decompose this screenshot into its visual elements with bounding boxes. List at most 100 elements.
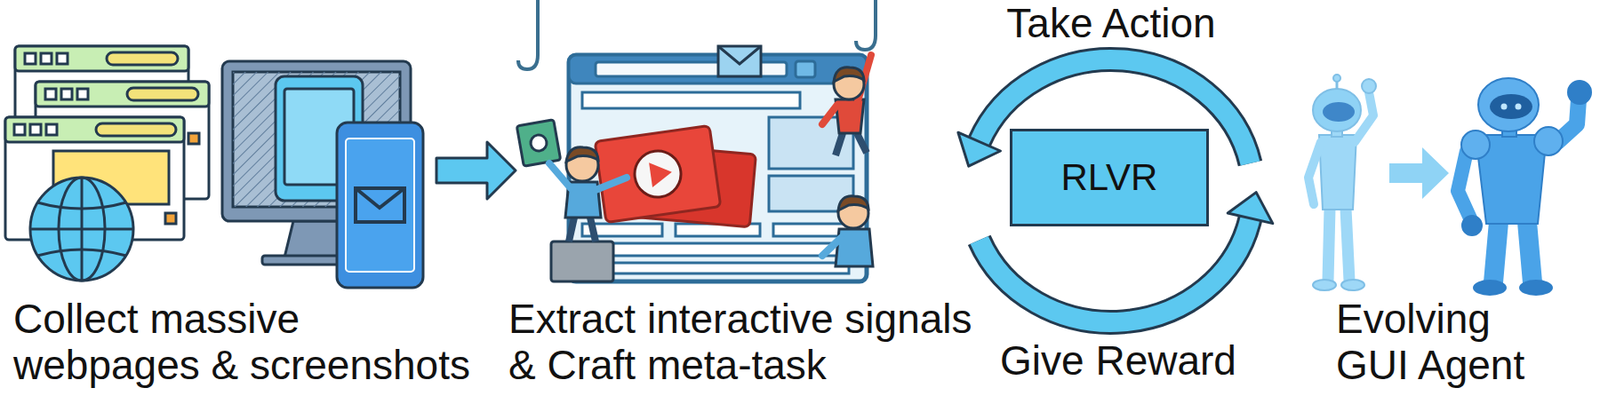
cartoon-person bbox=[822, 238, 841, 256]
browser-windows bbox=[45, 88, 56, 100]
video-card bbox=[632, 148, 685, 201]
crane-hooks bbox=[518, 55, 538, 70]
cartoon-person bbox=[856, 133, 867, 153]
browser-windows bbox=[127, 88, 199, 101]
video-card bbox=[594, 125, 721, 223]
browser-windows bbox=[61, 88, 72, 100]
globe-icon bbox=[30, 177, 134, 281]
caption-text: Give Reward bbox=[984, 337, 1252, 384]
phone-icon bbox=[336, 122, 424, 288]
robot-big bbox=[1461, 130, 1490, 160]
video-card bbox=[648, 160, 674, 188]
cartoon-person bbox=[838, 196, 869, 211]
webpage-window bbox=[582, 263, 849, 274]
webpage-window bbox=[795, 61, 816, 78]
phone-icon bbox=[355, 188, 405, 208]
browser-windows bbox=[30, 124, 41, 136]
cartoon-person bbox=[822, 196, 873, 267]
robot-big bbox=[1457, 151, 1472, 221]
caption-text: Take Action bbox=[977, 0, 1245, 47]
browser-windows bbox=[14, 124, 25, 136]
crane-hooks bbox=[856, 35, 876, 50]
robot-big bbox=[1527, 222, 1533, 283]
cartoon-person bbox=[551, 241, 614, 282]
cartoon-person bbox=[566, 147, 599, 162]
robot-big bbox=[1478, 78, 1539, 132]
webpage-window bbox=[582, 243, 849, 256]
browser-windows bbox=[24, 53, 36, 64]
robot-small bbox=[1319, 135, 1357, 210]
mail-card bbox=[718, 46, 761, 64]
browser-windows bbox=[56, 53, 68, 64]
caption-text: Evolving GUI Agent bbox=[1336, 296, 1550, 389]
cycle-arrow bbox=[979, 218, 1251, 323]
cartoon-person bbox=[822, 55, 872, 156]
robot-big bbox=[1501, 104, 1508, 111]
cartoon-person bbox=[835, 133, 843, 156]
browser-windows bbox=[40, 53, 52, 64]
robot-small bbox=[1308, 74, 1376, 291]
robot-small bbox=[1328, 208, 1330, 281]
phone-icon bbox=[355, 188, 405, 223]
robot-big bbox=[1515, 104, 1522, 111]
webpage-window bbox=[582, 92, 800, 109]
browser-windows bbox=[165, 213, 176, 224]
gear-card bbox=[516, 120, 560, 168]
cartoon-person bbox=[549, 147, 627, 282]
flow-arrow bbox=[1389, 147, 1449, 200]
cartoon-person bbox=[568, 217, 575, 242]
phone-icon bbox=[345, 138, 415, 272]
browser-windows bbox=[188, 133, 200, 144]
robot-big bbox=[1462, 216, 1482, 236]
browser-windows bbox=[15, 46, 189, 72]
robot-small bbox=[1341, 280, 1365, 291]
cartoon-person bbox=[833, 67, 864, 82]
globe-icon bbox=[37, 202, 127, 209]
cartoon-person bbox=[595, 177, 627, 191]
browser-windows bbox=[35, 81, 209, 107]
browser-windows bbox=[77, 88, 88, 100]
robot-big bbox=[1489, 94, 1533, 120]
crane-hooks bbox=[536, 0, 540, 56]
box-label: RLVR bbox=[1061, 156, 1159, 200]
robot-small bbox=[1322, 102, 1355, 122]
robot-big bbox=[1457, 78, 1592, 296]
browser-windows bbox=[96, 123, 176, 136]
browser-windows bbox=[5, 117, 184, 143]
flow-arrow bbox=[436, 142, 516, 200]
gear-card bbox=[516, 120, 560, 168]
globe-icon bbox=[30, 228, 134, 232]
cycle-arrow bbox=[979, 218, 1251, 323]
flow-arrow bbox=[436, 142, 516, 200]
robot-big bbox=[1520, 280, 1552, 296]
browser-windows bbox=[106, 52, 178, 65]
video-card bbox=[594, 125, 721, 223]
flow-arrow bbox=[1389, 147, 1449, 200]
cartoon-person bbox=[822, 104, 838, 125]
robot-big bbox=[1473, 280, 1506, 296]
video-card bbox=[594, 125, 756, 227]
robot-big bbox=[1493, 222, 1499, 283]
mail-card bbox=[718, 46, 761, 77]
cycle-arrow bbox=[958, 132, 1001, 167]
crane-hooks bbox=[873, 0, 878, 36]
phone-icon bbox=[336, 122, 424, 288]
caption-text: Extract interactive signals & Craft meta… bbox=[508, 296, 993, 389]
gear-card bbox=[529, 134, 549, 153]
robot-small bbox=[1312, 280, 1336, 291]
robot-small bbox=[1345, 208, 1350, 281]
globe-icon bbox=[30, 177, 134, 281]
globe-icon bbox=[37, 249, 127, 256]
robot-small bbox=[1361, 79, 1376, 94]
robot-big bbox=[1534, 127, 1563, 156]
robot-small bbox=[1333, 74, 1341, 82]
mail-card bbox=[718, 46, 761, 77]
cycle-arrow bbox=[1227, 192, 1273, 224]
process-box: RLVR bbox=[1009, 128, 1209, 227]
robot-big bbox=[1568, 80, 1592, 104]
caption-text: Collect massive webpages & screenshots bbox=[13, 296, 483, 389]
cartoon-person bbox=[590, 217, 596, 242]
browser-windows bbox=[46, 124, 57, 136]
robot-small bbox=[1312, 88, 1361, 132]
